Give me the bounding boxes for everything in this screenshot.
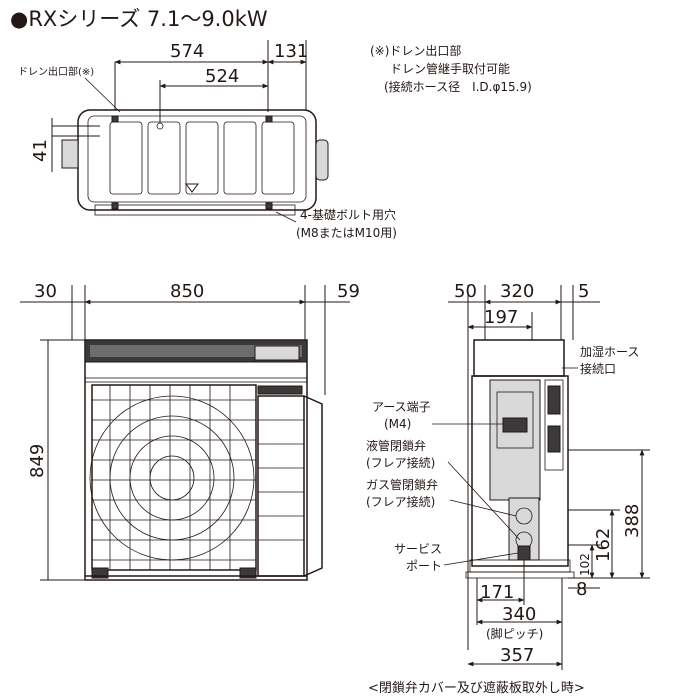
drain-note-3: (接続ホース径 I.D.φ15.9) [384,79,532,94]
service-label-1: サービス [394,542,442,556]
earth-label-2: (M4) [384,417,411,431]
gas-label-2: (フレア接続) [366,494,435,509]
dim-41: 41 [30,139,51,162]
dim-8: 8 [576,579,587,600]
humid-label-2: 接続口 [580,361,616,376]
dim-197: 197 [484,307,518,328]
dim-59: 59 [337,281,360,302]
dim-50: 50 [454,281,477,302]
dim-162: 162 [593,528,614,562]
dim-131: 131 [274,41,308,62]
title: ●RXシリーズ 7.1〜9.0kW [10,7,268,31]
front-view: 30 850 59 849 [20,281,360,581]
service-label-2: ポート [406,559,442,573]
drain-note-1: (※)ドレン出口部 [370,43,461,58]
top-view: 574 131 524 41 ドレン出口部(※) (※)ドレン出口部 ドレン管継… [18,40,532,240]
gas-label-1: ガス管閉鎖弁 [366,477,438,492]
bolt-label-2: (M8またはM10用) [296,226,397,240]
foot-pitch-label: (脚ピッチ) [486,626,543,641]
dim-850: 850 [170,281,204,302]
dim-320: 320 [500,281,534,302]
dim-849: 849 [27,444,48,478]
dim-102: 102 [578,553,592,576]
dim-574: 574 [170,41,204,62]
dim-5: 5 [578,281,589,302]
side-view: 50 320 5 197 388 162 102 8 [366,281,650,670]
earth-label-1: アース端子 [372,400,431,414]
drain-note-2: ドレン管継手取付可能 [390,61,510,76]
humid-label-1: 加湿ホース [580,344,639,359]
bolt-label-1: 4-基礎ボルト用穴 [300,207,396,222]
footnote: <閉鎖弁カバー及び遮蔽板取外し時> [368,680,585,696]
liquid-label-2: (フレア接続) [366,455,435,470]
drain-label: ドレン出口部(※) [18,65,94,78]
dim-340: 340 [502,604,536,625]
dim-388: 388 [622,504,643,538]
liquid-label-1: 液管閉鎖弁 [366,438,426,453]
dim-171: 171 [480,582,514,603]
dim-357: 357 [500,645,534,666]
dim-30: 30 [34,281,57,302]
dim-524: 524 [205,66,239,87]
